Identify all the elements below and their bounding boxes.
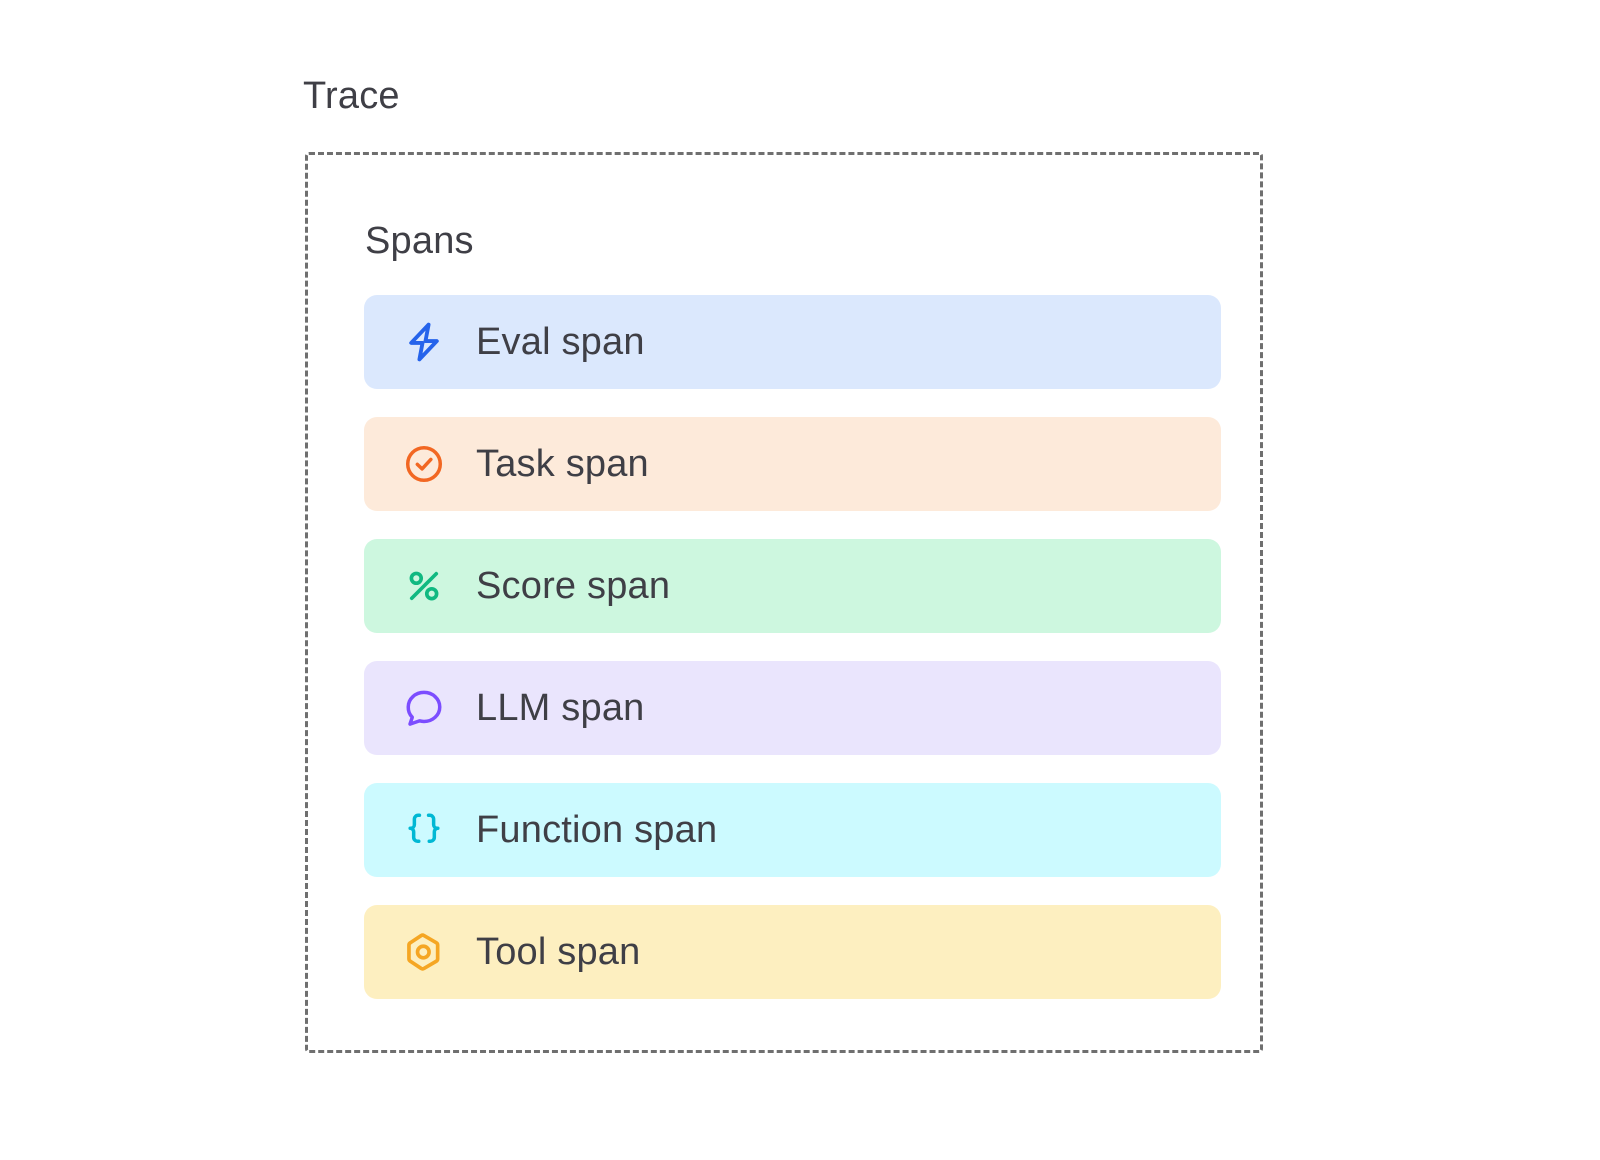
spans-list: Eval span Task span — [364, 295, 1221, 999]
span-row-tool[interactable]: Tool span — [364, 905, 1221, 999]
lightning-bolt-icon — [402, 320, 446, 364]
span-label: Score span — [476, 565, 671, 607]
circle-check-icon — [402, 442, 446, 486]
span-label: Tool span — [476, 931, 641, 973]
trace-container: Spans Eval span Task s — [305, 152, 1263, 1053]
span-row-eval[interactable]: Eval span — [364, 295, 1221, 389]
span-row-task[interactable]: Task span — [364, 417, 1221, 511]
span-label: Function span — [476, 809, 718, 851]
spans-label: Spans — [365, 220, 474, 262]
span-label: LLM span — [476, 687, 645, 729]
span-label: Task span — [476, 443, 649, 485]
span-label: Eval span — [476, 321, 645, 363]
span-row-score[interactable]: Score span — [364, 539, 1221, 633]
speech-bubble-icon — [402, 686, 446, 730]
span-row-function[interactable]: Function span — [364, 783, 1221, 877]
span-row-llm[interactable]: LLM span — [364, 661, 1221, 755]
curly-braces-icon — [402, 808, 446, 852]
trace-label: Trace — [303, 75, 400, 117]
percent-icon — [402, 564, 446, 608]
hexagon-circle-icon — [402, 930, 446, 974]
